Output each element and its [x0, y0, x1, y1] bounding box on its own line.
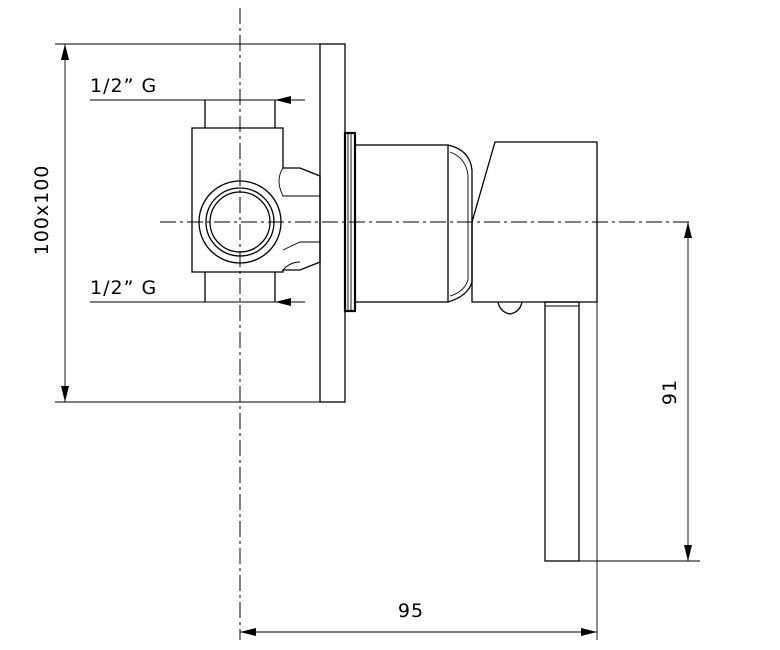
dimension-label-inlet-top: 1/2” G	[90, 75, 157, 97]
dimension-label-plate: 100x100	[31, 165, 53, 256]
center-lines	[160, 8, 690, 640]
dimension-label-lever: 91	[659, 379, 681, 405]
dimension-inlet-top: 1/2” G	[90, 75, 305, 104]
handle-body	[354, 141, 598, 315]
dimension-label-depth: 95	[398, 600, 424, 622]
wall-plate	[319, 43, 357, 403]
dimension-lever-91: 91	[579, 222, 700, 562]
dimension-label-inlet-bottom: 1/2” G	[90, 277, 157, 299]
dimension-plate-100x100: 100x100	[31, 43, 320, 403]
valve-body	[191, 99, 321, 302]
dimension-inlet-bottom: 1/2” G	[90, 277, 305, 306]
dimension-depth-95: 95	[240, 302, 598, 640]
lever	[544, 301, 580, 562]
